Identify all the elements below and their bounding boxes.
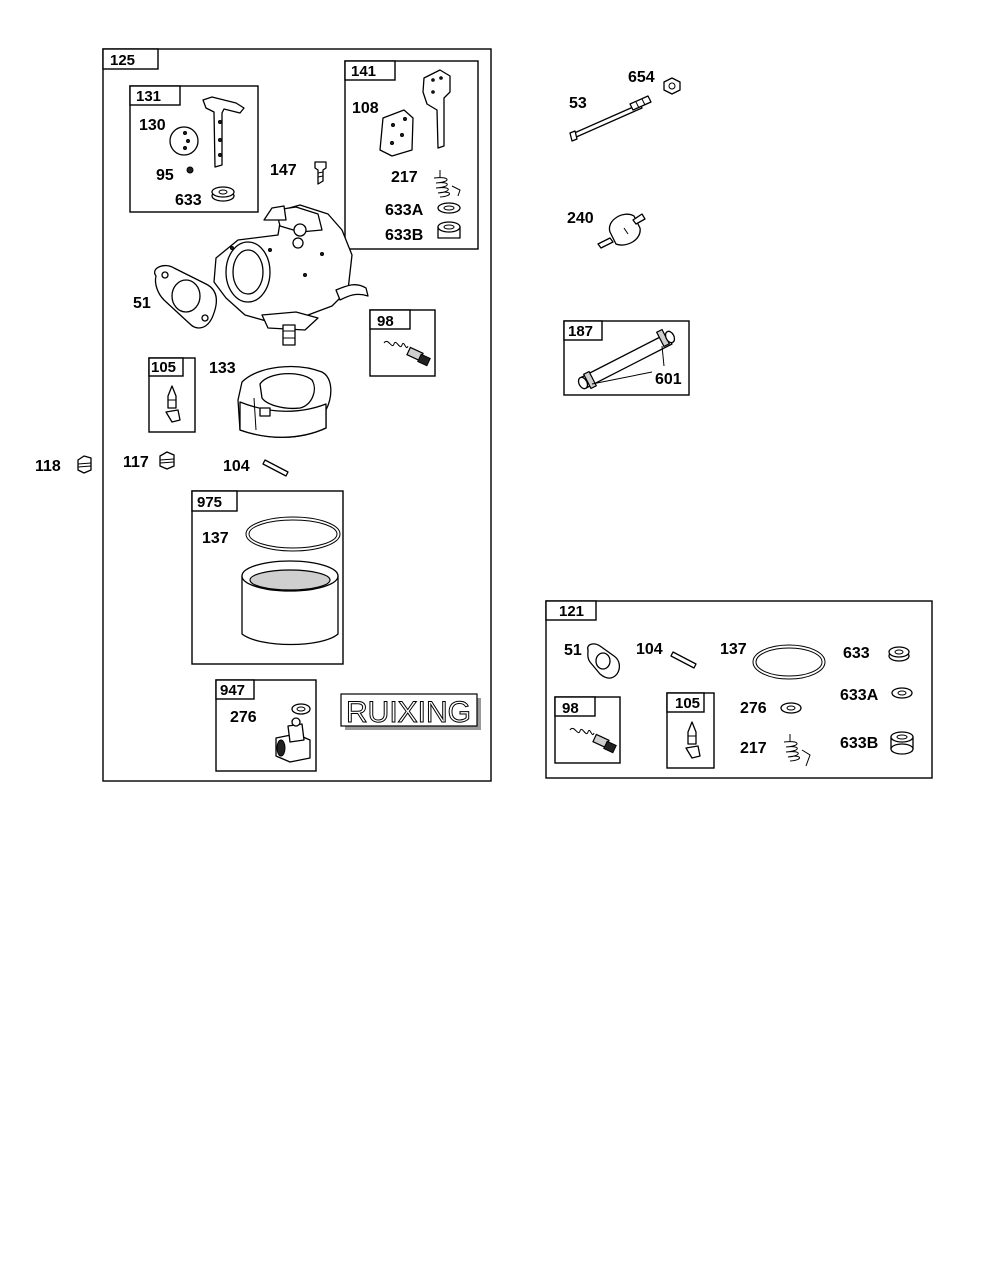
group-121-number: 121 [559, 603, 584, 620]
label-137: 137 [202, 530, 229, 547]
label-633: 633 [175, 192, 202, 209]
group-947-frame [215, 679, 317, 772]
pin-icon [262, 459, 289, 477]
spring-icon [433, 170, 461, 198]
washer-icon [780, 702, 802, 714]
group-187-number: 187 [568, 323, 593, 340]
group-131-tag [129, 85, 181, 106]
fuel-filter-icon [597, 213, 646, 249]
pin-icon [670, 651, 697, 669]
label-654: 654 [628, 69, 655, 86]
carburetor-body-icon [213, 204, 369, 346]
kit-group-98-number: 98 [562, 700, 579, 717]
group-947-number: 947 [220, 682, 245, 699]
label-240: 240 [567, 210, 594, 227]
kit-label-137: 137 [720, 641, 747, 658]
label-53: 53 [569, 95, 587, 112]
bowl-icon [241, 560, 339, 646]
o-ring-icon [752, 644, 826, 680]
kit-label-51: 51 [564, 642, 582, 659]
kit-label-217: 217 [740, 740, 767, 757]
kit-label-104: 104 [636, 641, 663, 658]
group-141-tag [344, 60, 396, 81]
group-187-tag [563, 320, 603, 341]
label-108: 108 [352, 100, 379, 117]
group-141-frame [344, 60, 479, 250]
washer-icon [891, 687, 913, 699]
label-633B: 633B [385, 227, 423, 244]
solenoid-icon [275, 717, 311, 763]
washer-icon [437, 202, 461, 214]
label-633A: 633A [385, 202, 424, 219]
group-121-tag [545, 600, 597, 621]
group-105-number: 105 [151, 359, 176, 376]
bushing-icon [890, 731, 914, 755]
screw-icon [186, 166, 194, 174]
group-187-frame [563, 320, 690, 396]
kit-label-633B: 633B [840, 735, 878, 752]
group-125-number: 125 [110, 52, 135, 69]
group-125-frame [102, 48, 492, 782]
group-975-tag [191, 490, 238, 512]
kit-label-633: 633 [843, 645, 870, 662]
group-131-frame [129, 85, 259, 213]
label-51: 51 [133, 295, 151, 312]
o-ring-icon [245, 516, 341, 552]
group-975-number: 975 [197, 494, 222, 511]
watermark-text: RUIXING [346, 696, 471, 729]
label-117: 117 [123, 454, 149, 471]
mixture-screw-icon [569, 727, 617, 754]
group-141-number: 141 [351, 63, 376, 80]
valve-plate-icon [169, 126, 199, 156]
bushing-icon [437, 221, 461, 239]
kit-group-98-tag [554, 696, 596, 717]
label-95: 95 [156, 167, 174, 184]
gasket-icon [154, 264, 217, 329]
choke-shaft-icon [422, 69, 451, 149]
float-icon [237, 365, 332, 438]
mixture-screw-icon [383, 340, 431, 367]
group-975-frame [191, 490, 344, 665]
label-147: 147 [270, 162, 297, 179]
washer-icon [291, 703, 311, 715]
nut-icon [159, 451, 175, 470]
needle-valve-icon [165, 385, 181, 423]
label-104: 104 [223, 458, 250, 475]
label-601: 601 [655, 371, 682, 388]
label-118: 118 [35, 458, 61, 475]
label-130: 130 [139, 117, 166, 134]
idle-screw-icon [314, 161, 327, 185]
washer-icon [211, 186, 235, 202]
nut-icon [77, 455, 92, 474]
watermark: RUIXING [340, 693, 481, 730]
kit-group-105-number: 105 [675, 695, 700, 712]
rod-icon [569, 95, 652, 142]
group-125-tag [102, 48, 159, 70]
group-947-tag [215, 679, 255, 700]
kit-label-633A: 633A [840, 687, 879, 704]
label-133: 133 [209, 360, 236, 377]
label-217: 217 [391, 169, 418, 186]
needle-valve-icon [685, 721, 701, 759]
group-105-tag [148, 357, 184, 377]
group-121-frame [545, 600, 933, 779]
throttle-shaft-icon [202, 96, 245, 168]
nut-icon [663, 77, 681, 95]
group-98-number: 98 [377, 313, 394, 330]
kit-label-276: 276 [740, 700, 767, 717]
washer-icon [888, 646, 910, 662]
group-131-number: 131 [136, 88, 161, 105]
spring-icon [783, 734, 811, 767]
group-98-tag [369, 309, 411, 330]
choke-plate-icon [379, 109, 414, 157]
label-276: 276 [230, 709, 257, 726]
fuel-hose-icon [577, 328, 676, 390]
kit-group-105-tag [666, 692, 705, 713]
gasket-icon [587, 643, 621, 679]
